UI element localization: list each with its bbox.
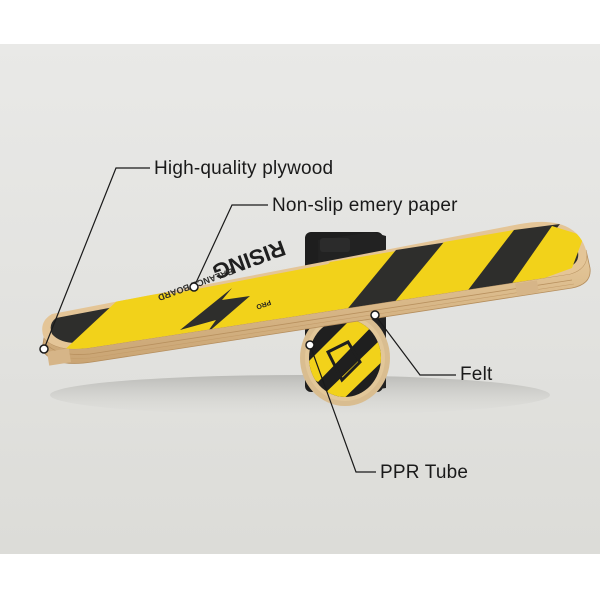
felt-leader (374, 314, 456, 376)
emery-dot (189, 282, 199, 292)
floor-shadow (50, 375, 550, 415)
label-ppr-tube: PPR Tube (380, 462, 469, 483)
plywood-leader (43, 167, 150, 350)
felt-dot (370, 310, 380, 320)
callout-dots (39, 282, 380, 354)
emery-leader (193, 204, 268, 288)
label-felt: Felt (460, 364, 493, 385)
callout-lines (43, 167, 456, 473)
right-stopper (515, 280, 539, 296)
label-emery-paper: Non-slip emery paper (272, 195, 458, 216)
left-stopper (47, 348, 71, 366)
ppr-dot (305, 340, 315, 350)
plywood-dot (39, 344, 49, 354)
ppr-leader (309, 344, 376, 473)
label-plywood: High-quality plywood (154, 158, 334, 179)
board-sub-text: PRO (255, 298, 272, 310)
grip-deck: RISING PRO BALANCE BOARD (42, 221, 587, 349)
